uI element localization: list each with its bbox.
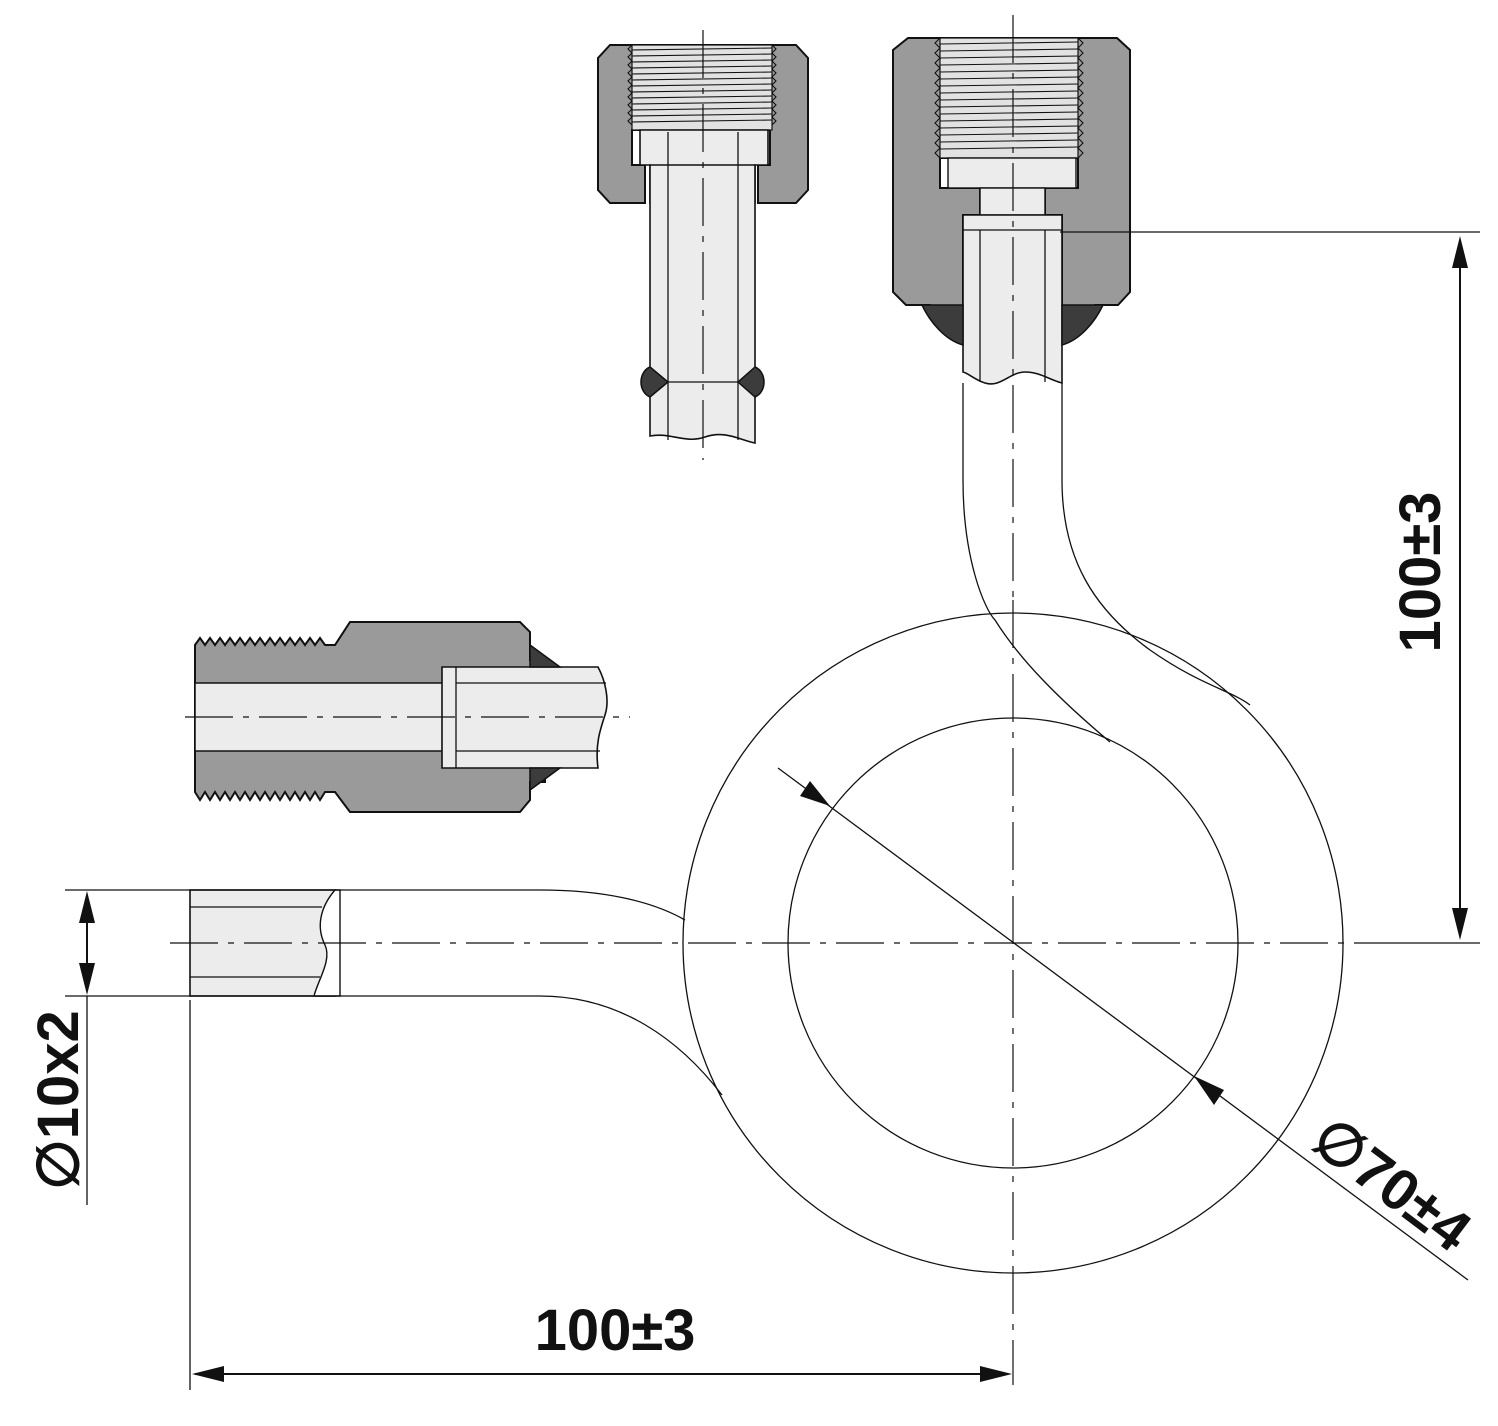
weld-top-right-a bbox=[920, 304, 964, 346]
thread-lines-top-left bbox=[627, 44, 777, 126]
dimension-loop-diameter: ∅70±4 bbox=[777, 767, 1483, 1281]
dim-width-label: 100±3 bbox=[535, 1298, 696, 1363]
siphon-loop bbox=[170, 383, 1395, 1385]
fitting-left bbox=[185, 621, 630, 813]
weld-top-left-b bbox=[736, 366, 765, 398]
thread-lines-top-right bbox=[934, 37, 1084, 159]
dimension-width: 100±3 bbox=[189, 1000, 1012, 1390]
weld-left-a bbox=[529, 643, 563, 668]
weld-left-b bbox=[529, 767, 563, 792]
dim-height-label: 100±3 bbox=[1388, 492, 1453, 653]
weld-top-right-b bbox=[1061, 304, 1105, 346]
fitting-top-right bbox=[892, 15, 1131, 600]
dimension-tube-diameter: ∅10x2 bbox=[26, 889, 190, 1205]
riser-left-wall bbox=[962, 383, 1111, 743]
tube-top-left bbox=[649, 164, 756, 444]
riser-right-wall bbox=[1061, 383, 1251, 706]
dimension-height: 100±3 bbox=[1060, 231, 1480, 944]
dim-loop-diameter-label: ∅70±4 bbox=[1301, 1105, 1483, 1265]
fitting-top-left bbox=[597, 30, 809, 460]
dim-tube-diameter-label: ∅10x2 bbox=[26, 1010, 91, 1190]
weld-top-left-a bbox=[640, 366, 670, 398]
